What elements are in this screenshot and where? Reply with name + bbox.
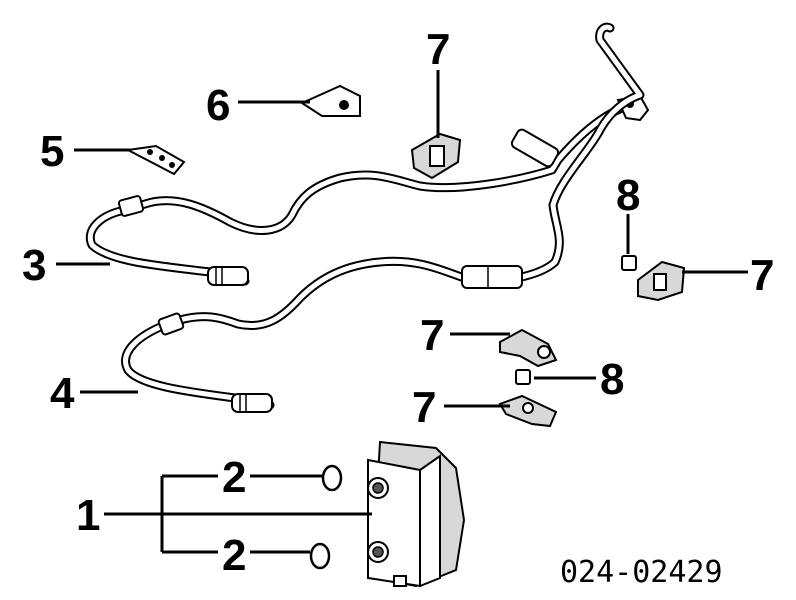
callout-4: 4 <box>50 369 75 418</box>
callout-5: 5 <box>40 127 64 176</box>
leader-lines <box>56 70 748 554</box>
callout-8-middle: 8 <box>600 355 624 404</box>
o-ring-2-lower <box>309 542 331 570</box>
callout-8-right: 8 <box>616 171 640 220</box>
oil-cooler-1 <box>367 440 466 588</box>
reference-code: 024-02429 <box>560 555 723 590</box>
o-ring-2-upper <box>321 464 343 492</box>
callout-7-lower: 7 <box>412 383 436 432</box>
callout-7-middle: 7 <box>420 311 444 360</box>
sleeve-8-right <box>621 255 637 271</box>
clamp-7-middle <box>499 328 558 368</box>
hose-3 <box>85 94 650 286</box>
sleeve-8-middle <box>515 369 531 385</box>
hose-4-coupling <box>461 265 523 289</box>
clamp-7-top <box>410 132 462 180</box>
callout-3: 3 <box>22 241 46 290</box>
hose-3-crimp <box>117 195 145 217</box>
hose-3-fitting <box>207 266 249 286</box>
hose-4-upper-coupling <box>510 128 560 168</box>
callout-7-right: 7 <box>750 251 774 300</box>
hose-4-fitting <box>231 393 273 413</box>
callout-6: 6 <box>206 81 230 130</box>
callout-2-lower: 2 <box>222 531 246 580</box>
clamp-7-right <box>637 260 686 302</box>
callout-2-upper: 2 <box>222 453 246 502</box>
bracket-6 <box>299 84 361 117</box>
callout-1: 1 <box>76 491 100 540</box>
clamp-7-lower <box>498 394 558 428</box>
hose-4-crimp <box>157 312 185 336</box>
bracket-5 <box>124 144 186 176</box>
callout-7-top: 7 <box>426 25 450 74</box>
hose-4 <box>121 22 645 413</box>
